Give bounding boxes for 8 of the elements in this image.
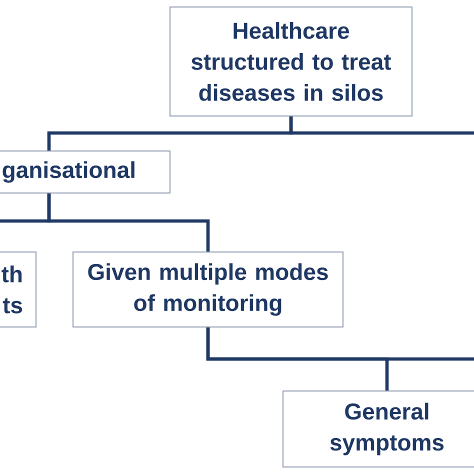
connector-line [206,328,474,361]
connector-line [289,116,474,135]
category-box: General symptoms [282,390,474,468]
category-box: Healthcare structured to treat diseases in silos [170,6,412,116]
category-box: ganisational [0,150,170,194]
category-box: th ts [0,252,36,328]
connector-line [47,194,210,252]
category-box: Given multiple modes of monitoring [72,252,344,328]
